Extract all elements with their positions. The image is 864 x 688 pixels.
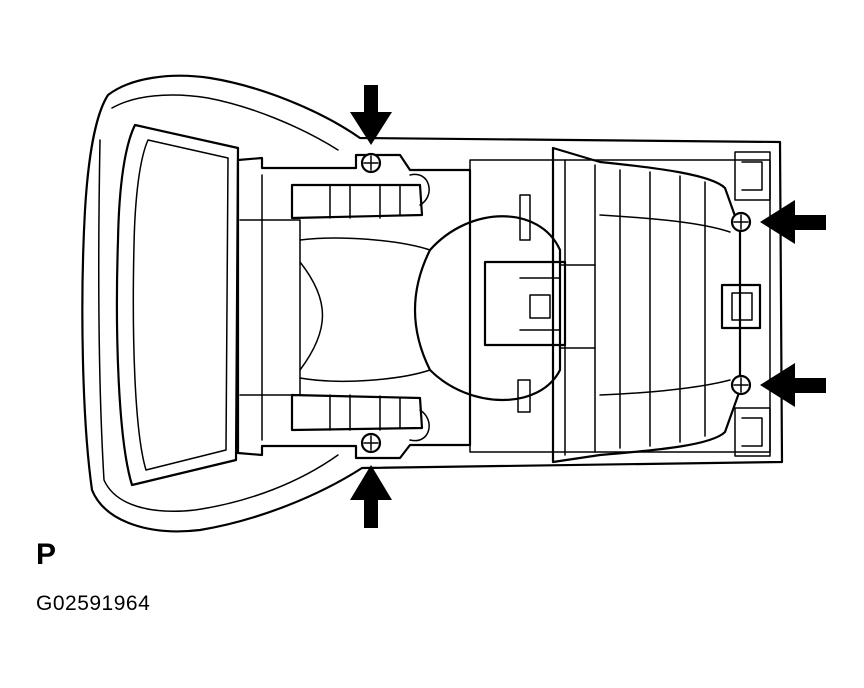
screw-right-lower <box>730 374 752 396</box>
arrow-right-upper-screw <box>760 200 826 244</box>
arrow-bottom-screw <box>350 465 392 528</box>
screw-bottom <box>360 432 382 454</box>
housing-body <box>236 153 567 460</box>
vent-assembly <box>551 146 762 464</box>
console-trim-panel <box>81 74 784 533</box>
arrow-top-screw <box>350 85 392 145</box>
figure-code: G02591964 <box>36 592 151 615</box>
arrow-right-lower-screw <box>760 363 826 407</box>
screw-right-upper <box>730 211 752 233</box>
view-label: P <box>36 538 57 571</box>
screw-top <box>360 152 382 174</box>
